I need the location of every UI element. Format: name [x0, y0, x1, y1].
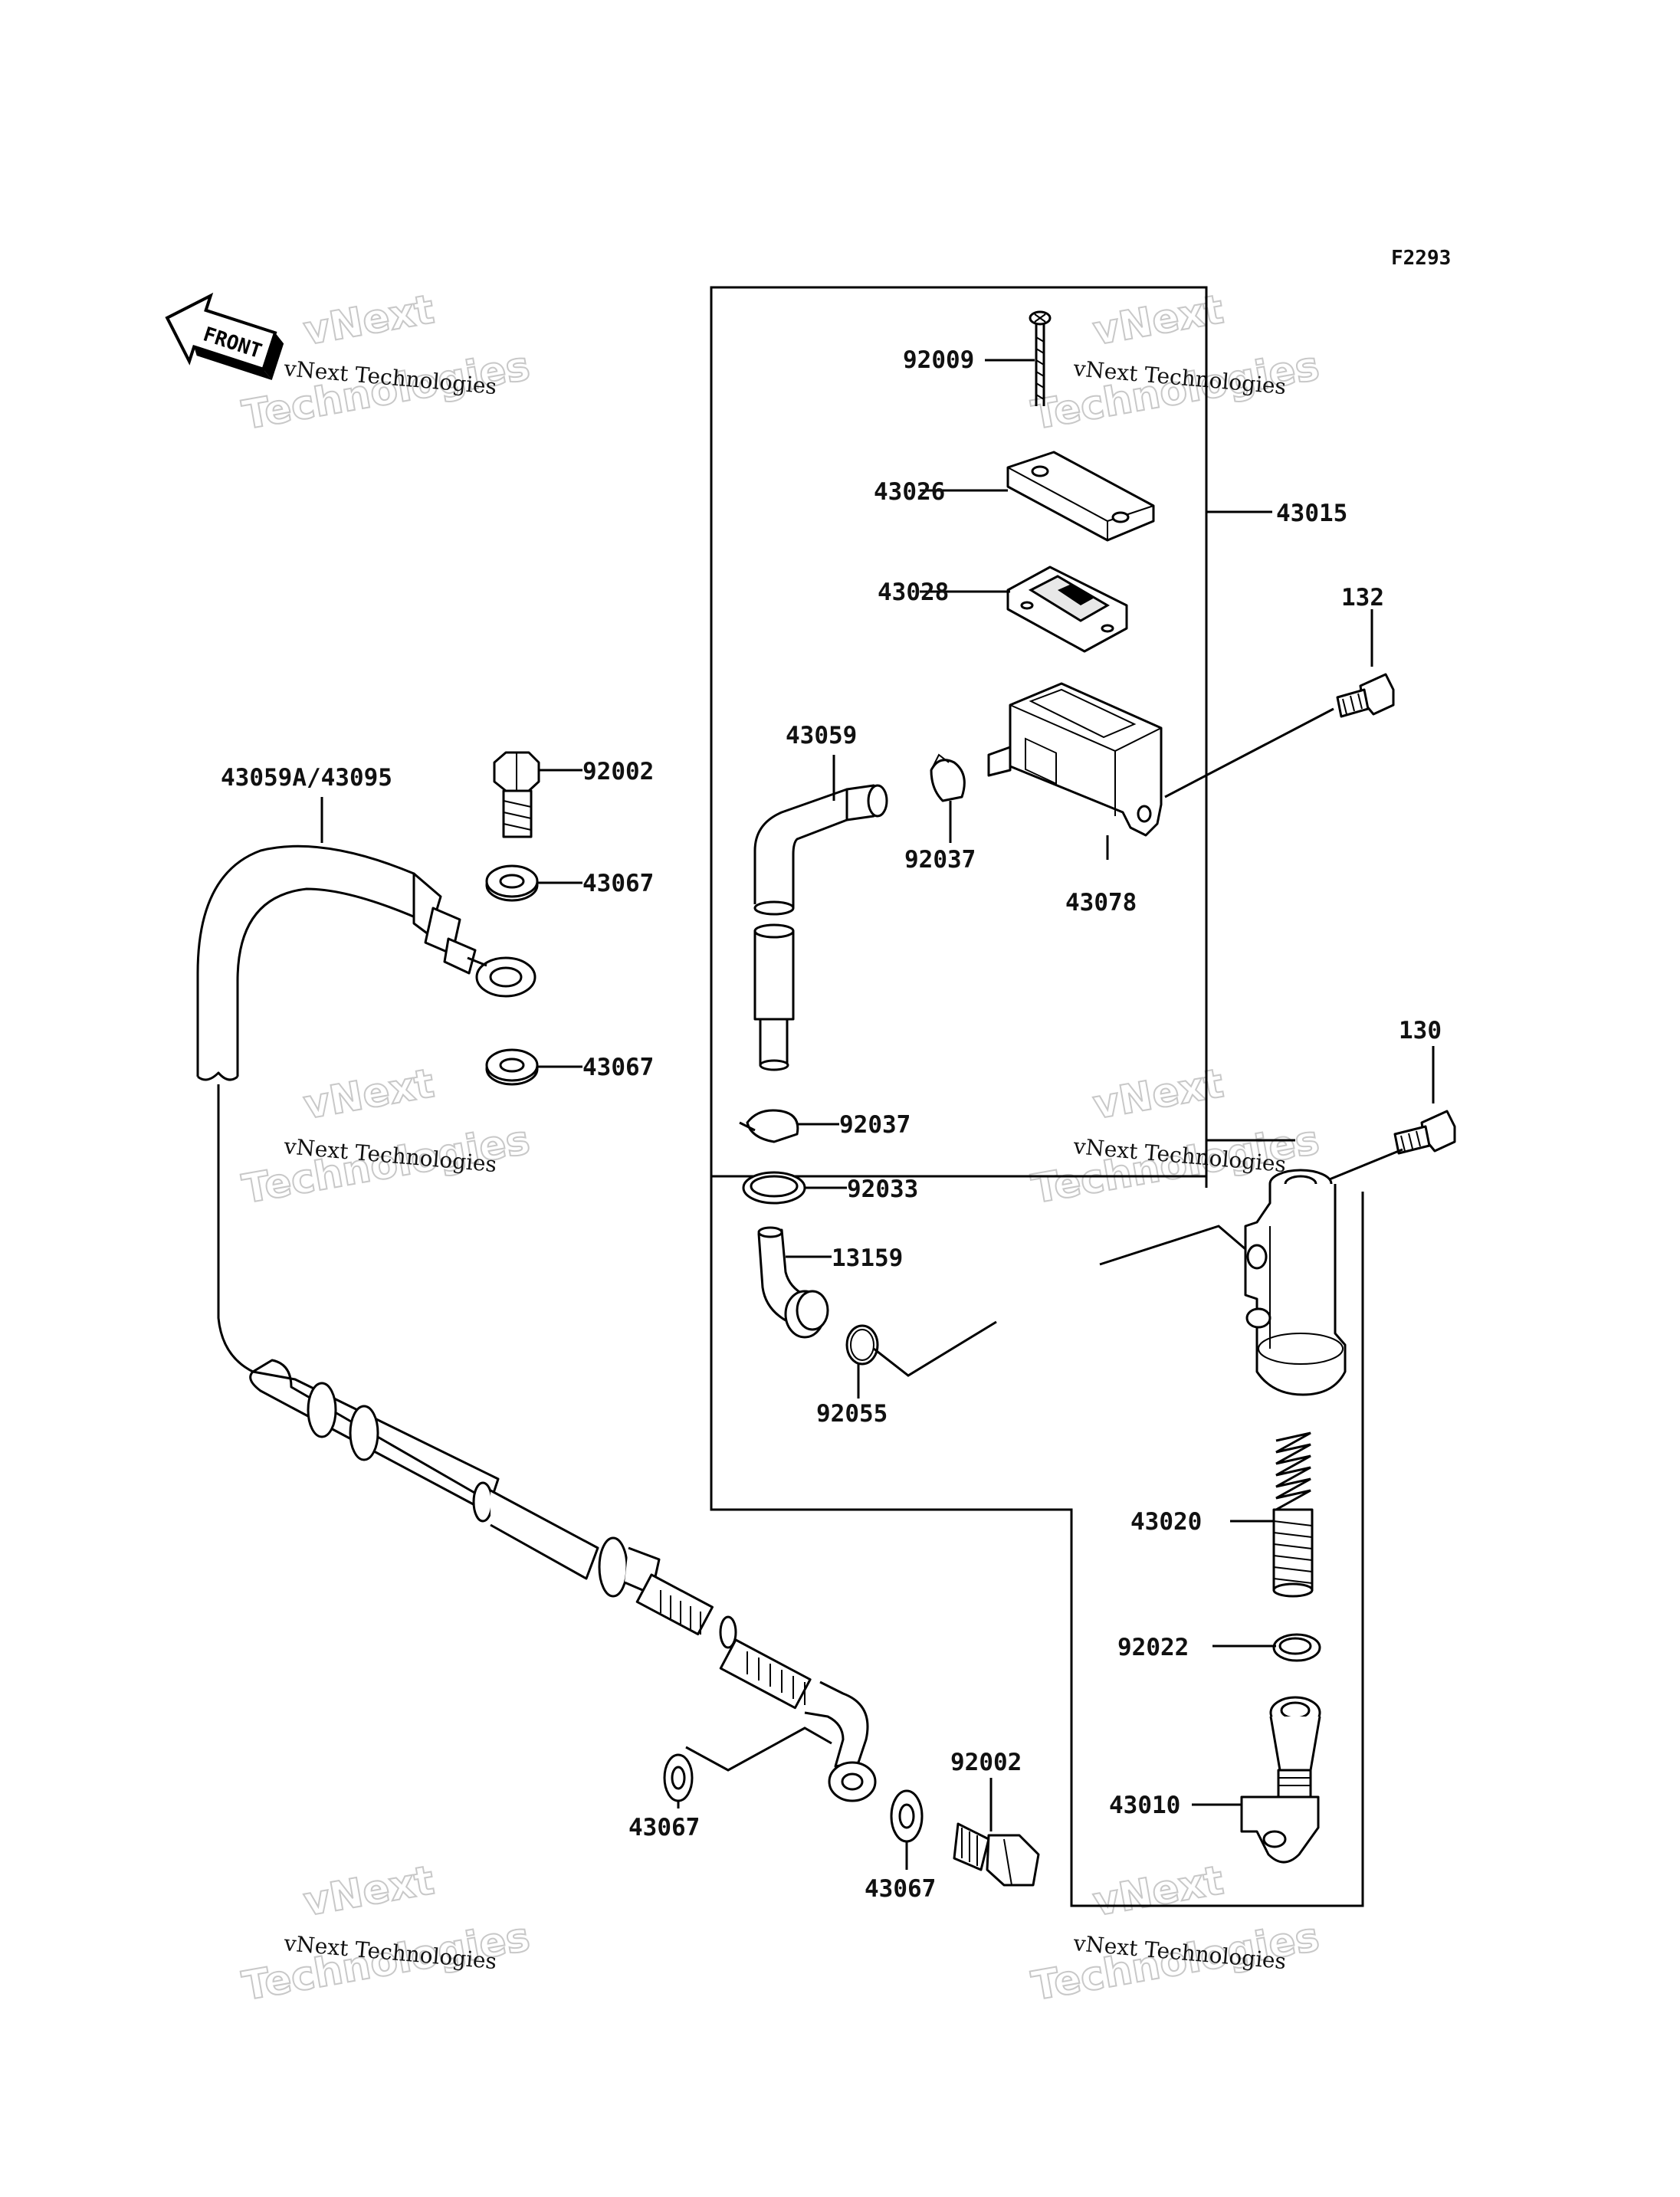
label-43067-b: 43067	[582, 1054, 654, 1081]
label-92009: 92009	[903, 346, 974, 374]
label-92002-bottom: 92002	[950, 1749, 1022, 1776]
label-92037-mid: 92037	[839, 1111, 911, 1139]
label-43067-d: 43067	[865, 1875, 936, 1903]
label-130: 130	[1399, 1017, 1442, 1044]
label-43067-c: 43067	[628, 1814, 700, 1841]
diagram-code: F2293	[1391, 247, 1451, 270]
watermark-group-2: vNext Technologies vNext Technologies	[1028, 286, 1324, 440]
label-43015: 43015	[1276, 500, 1347, 527]
watermark-vnext: vNext	[300, 1858, 438, 1926]
watermark-vnext: vNext	[1090, 1858, 1227, 1926]
banjo-bolt-92002-bottom	[953, 1822, 1040, 1887]
watermark-vnext: vNext	[300, 1061, 438, 1129]
label-43059a-43095: 43059A/43095	[221, 764, 392, 792]
washer-43067-a	[485, 864, 539, 902]
banjo-bolt-92002-top	[493, 751, 540, 838]
label-92033: 92033	[847, 1176, 918, 1203]
watermark-group-3: vNext Technologies vNext Technologies	[238, 1060, 534, 1214]
leader-132-link	[1164, 707, 1334, 798]
brake-hose-43059a	[196, 844, 536, 1081]
label-43067-a: 43067	[582, 870, 654, 897]
watermark-group-1: vNext Technologies vNext Technologies	[238, 286, 534, 440]
washer-43067-b	[485, 1048, 539, 1086]
washer-43067-c	[663, 1753, 694, 1802]
leader-92055-link	[873, 1320, 997, 1377]
clamp-92037-top	[930, 753, 966, 802]
assembly-box-lower	[1205, 1139, 1295, 1184]
label-92022: 92022	[1117, 1634, 1189, 1661]
clamp-92037-mid	[739, 1109, 799, 1143]
leader-130-link	[1317, 1148, 1403, 1185]
label-92055: 92055	[816, 1400, 888, 1428]
label-43078: 43078	[1065, 889, 1137, 917]
label-92002-top: 92002	[582, 758, 654, 785]
brake-hose-lower	[217, 1084, 877, 1802]
label-43010: 43010	[1109, 1792, 1180, 1819]
label-13159: 13159	[832, 1244, 903, 1272]
snap-ring-92022	[1272, 1633, 1321, 1662]
label-132: 132	[1341, 584, 1384, 612]
diaphragm-43028	[1006, 566, 1128, 653]
bolt-132	[1336, 609, 1395, 718]
reservoir-43078	[987, 682, 1163, 837]
reservoir-cap-43026	[1006, 451, 1155, 542]
screw-92009	[1029, 310, 1052, 406]
label-43026: 43026	[874, 478, 945, 506]
o-ring-92055	[845, 1324, 879, 1366]
front-arrow-icon: FRONT	[165, 292, 284, 380]
master-cylinder-body	[1099, 1169, 1347, 1396]
label-43059: 43059	[786, 722, 857, 749]
label-92037-top: 92037	[904, 846, 976, 874]
fitting-13159	[757, 1226, 829, 1339]
assembly-box-right-sub	[710, 1176, 1364, 1907]
label-43020: 43020	[1130, 1508, 1202, 1536]
snap-ring-92033	[742, 1171, 806, 1205]
washer-43067-d	[890, 1789, 924, 1843]
bolt-130	[1393, 1046, 1456, 1155]
watermark-group-5: vNext Technologies vNext Technologies	[238, 1857, 534, 2011]
spring-43020	[1272, 1431, 1314, 1598]
leader-43067-c-link	[685, 1726, 832, 1772]
label-43028: 43028	[878, 579, 949, 606]
watermark-vnext: vNext	[300, 287, 438, 355]
push-rod-43010	[1240, 1696, 1321, 1864]
reservoir-hose-43059	[753, 784, 888, 1071]
